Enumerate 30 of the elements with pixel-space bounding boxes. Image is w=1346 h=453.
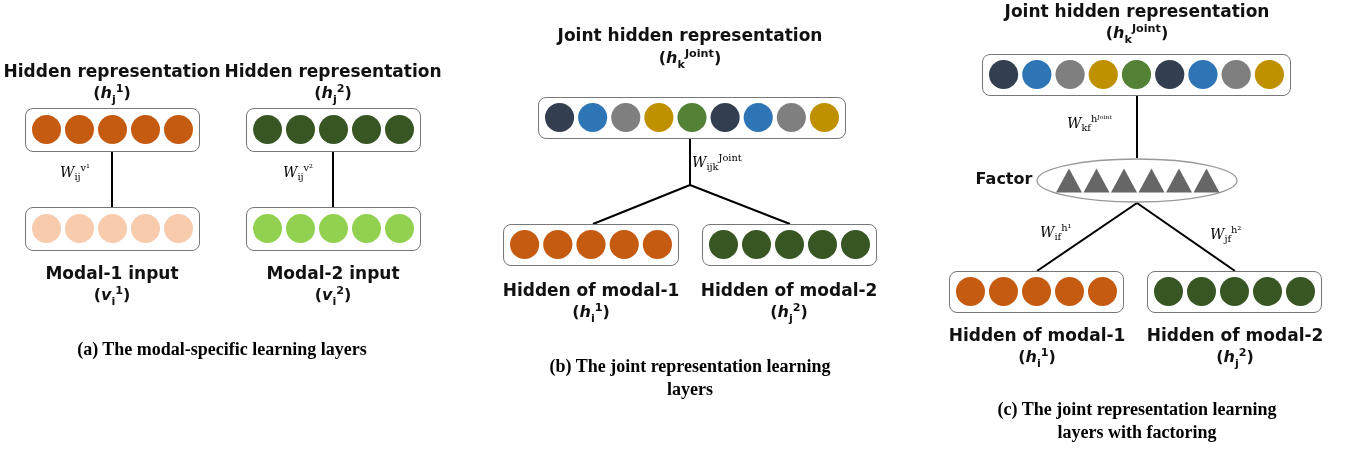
connector-line [1036,202,1138,272]
layer-title: Joint hidden representation [1004,2,1270,22]
layer-title: Hidden of modal-2 [1146,326,1324,346]
layer-symbol: (h$_{j}$$^{2}$) [1216,347,1254,371]
layer-title: Modal-2 input [266,264,400,284]
panel-caption: (b) The joint representation learning layers [548,355,832,400]
connector-line [111,151,113,208]
layer-symbol: (v$_{i}$$^{2}$) [314,285,352,309]
layer-symbol: (h$_{k}$$^{Joint}$) [658,48,722,72]
layer-title: Hidden of modal-1 [948,326,1126,346]
connector-line [332,151,334,208]
panel-caption: (a) The modal-specific learning layers [76,338,368,361]
layer-symbol: (h$_{j}$$^{2}$) [314,83,352,107]
layer-title: Modal-1 input [45,264,179,284]
layer-symbol: (h$_{i}$$^{1}$) [1018,347,1056,371]
layer-title: Joint hidden representation [557,26,823,46]
layer-symbol: (h$_{i}$$^{1}$) [572,302,610,326]
layer-symbol: (h$_{j}$$^{1}$) [93,83,131,107]
panel-caption: (c) The joint representation learning layers with factoring [996,398,1278,443]
layer-symbol: (v$_{i}$$^{1}$) [93,285,131,309]
layer-title: Hidden representation [3,62,221,82]
layer-title: Factor [975,170,1033,189]
layer-title: Hidden representation [224,62,442,82]
layer-symbol: (h$_{k}$$^{Joint}$) [1105,23,1169,47]
layer-symbol: (h$_{j}$$^{2}$) [770,302,808,326]
layer-title: Hidden of modal-2 [700,281,878,301]
connector-line [689,138,791,225]
connector-line [1136,95,1138,159]
layer-title: Hidden of modal-1 [502,281,680,301]
connector-line [1136,202,1236,272]
